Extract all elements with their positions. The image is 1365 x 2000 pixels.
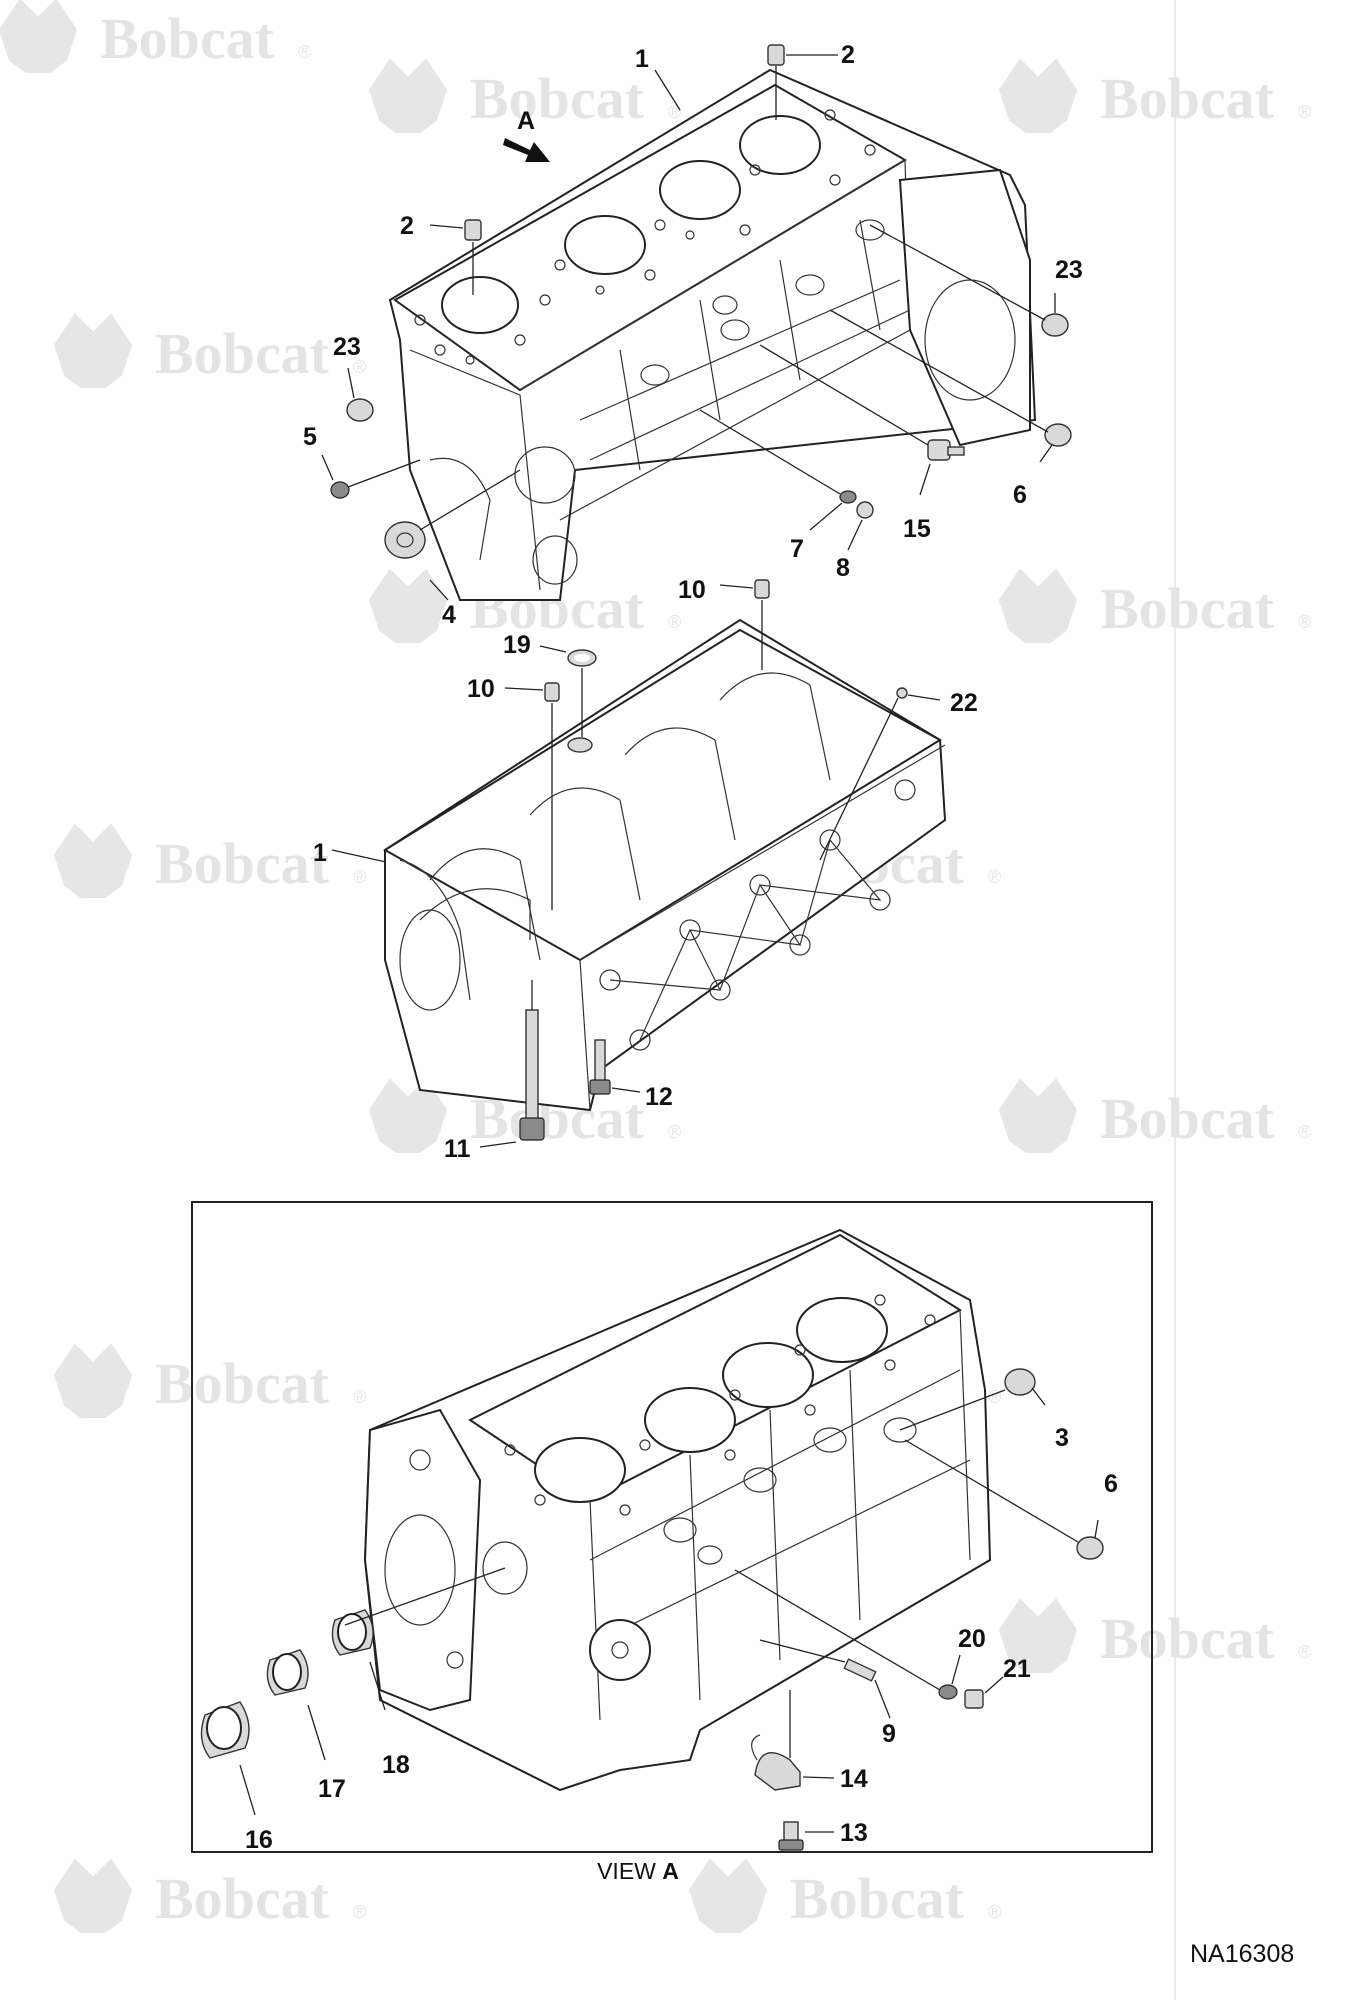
- view-arrow-label: A: [517, 107, 535, 135]
- bobcat-logo-icon: [0, 0, 78, 73]
- view-a-cylinder-block: [363, 1228, 992, 1792]
- callout-6-top: 6: [1013, 481, 1027, 509]
- callout-11: 11: [444, 1135, 471, 1163]
- callout-8: 8: [836, 554, 850, 582]
- view-caption-letter: A: [662, 1858, 679, 1884]
- drawing-number: NA16308: [1190, 1940, 1295, 1968]
- callout-4: 4: [442, 601, 456, 629]
- callout-10-left: 10: [467, 675, 495, 703]
- upper-block-parts: [321, 44, 1072, 601]
- callout-7: 7: [790, 535, 804, 563]
- callout-23-left: 23: [333, 333, 361, 361]
- view-a-parts: [200, 1368, 1104, 1851]
- callout-12: 12: [645, 1083, 673, 1111]
- callout-17: 17: [318, 1775, 346, 1803]
- callout-1-middle: 1: [313, 839, 327, 867]
- watermark-registered: ®: [298, 42, 311, 62]
- callout-labels: 1 2 2 A 23 23 5 6 15 7 8 4 10 19 10 22 1…: [245, 41, 1118, 1854]
- lower-crankcase-bedplate: [383, 618, 947, 1112]
- view-a-arrow: [503, 138, 550, 162]
- callout-13: 13: [840, 1819, 868, 1847]
- callout-2-top: 2: [841, 41, 855, 69]
- callout-14: 14: [840, 1765, 868, 1793]
- bobcat-watermark: Bobcat ®: [0, 0, 311, 73]
- upper-cylinder-block: [388, 68, 1037, 601]
- callout-9: 9: [882, 1720, 896, 1748]
- callout-5: 5: [303, 423, 317, 451]
- view-caption-prefix: VIEW: [597, 1858, 656, 1884]
- bedplate-parts: [331, 579, 941, 1148]
- callout-15: 15: [903, 515, 931, 543]
- view-a-caption: VIEW A: [578, 1858, 698, 1885]
- callout-23-right: 23: [1055, 256, 1083, 284]
- watermark-layer: Bobcat ®: [0, 0, 1313, 1933]
- callout-3: 3: [1055, 1424, 1069, 1452]
- view-a-frame: [191, 1201, 1153, 1853]
- callout-1-top: 1: [635, 45, 649, 73]
- callout-19: 19: [503, 631, 531, 659]
- callout-22: 22: [950, 689, 978, 717]
- callout-18: 18: [382, 1751, 410, 1779]
- callout-10-right: 10: [678, 576, 706, 604]
- callout-21: 21: [1003, 1655, 1031, 1683]
- callout-16: 16: [245, 1826, 273, 1854]
- watermark-text: Bobcat: [100, 6, 275, 71]
- callout-20: 20: [958, 1625, 986, 1653]
- callout-6-view-a: 6: [1104, 1470, 1118, 1498]
- callout-2-left: 2: [400, 212, 414, 240]
